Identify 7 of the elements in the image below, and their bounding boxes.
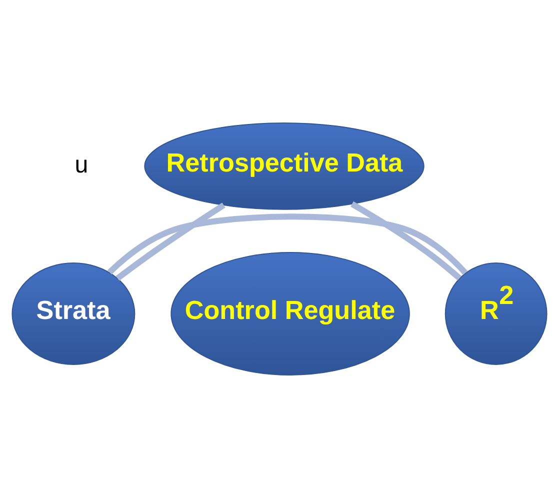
node-ellipse: Control Regulate bbox=[170, 252, 410, 375]
connector bbox=[116, 202, 226, 280]
node-ellipse: Strata bbox=[12, 262, 136, 364]
label: u bbox=[74, 150, 88, 178]
connector bbox=[350, 200, 462, 280]
node-ellipse: Retrospective Data bbox=[144, 122, 424, 210]
connector bbox=[107, 213, 468, 274]
